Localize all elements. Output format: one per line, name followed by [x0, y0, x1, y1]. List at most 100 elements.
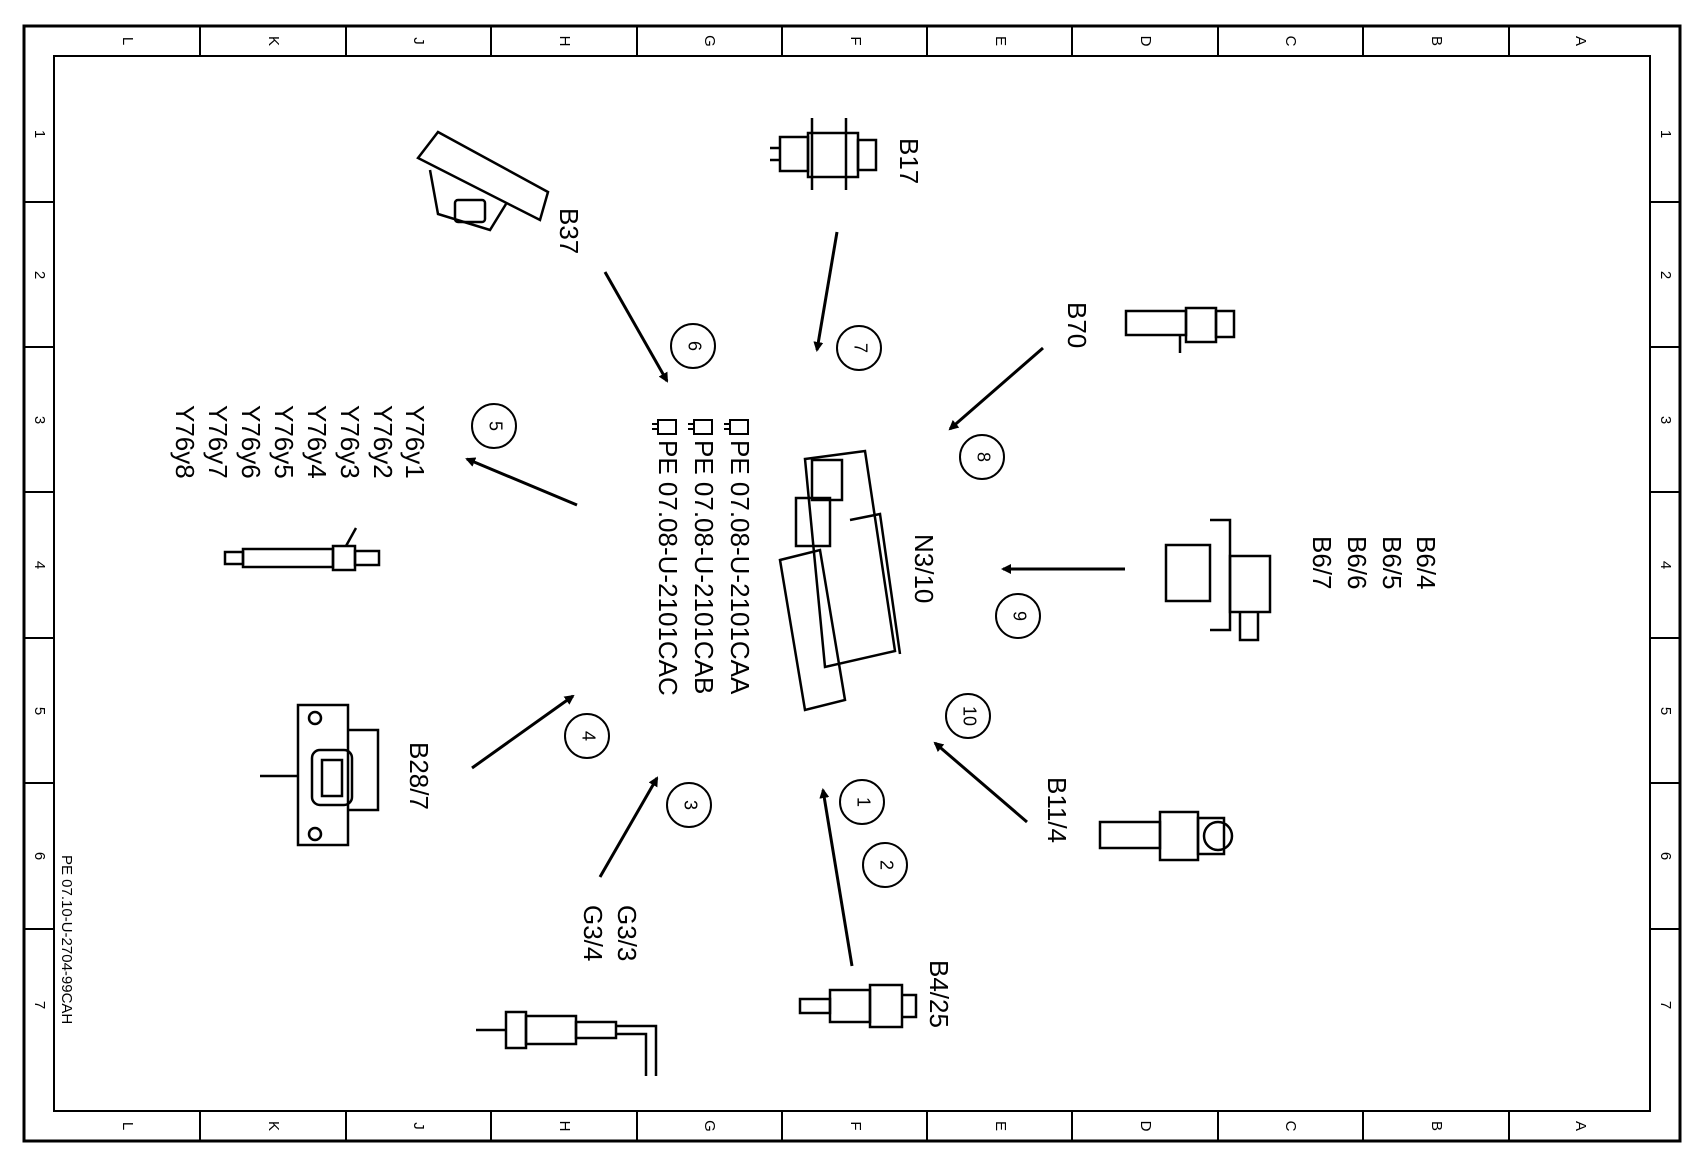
grid-col-label: J — [410, 1122, 427, 1130]
label-b28-7: B28/7 — [404, 742, 434, 810]
label-y76y1: Y76y1 — [400, 405, 430, 479]
callout-7: 7 — [850, 343, 870, 353]
grid-row-label: 6 — [31, 852, 48, 860]
grid-col-label: D — [1137, 1121, 1154, 1132]
column-letters-top: L K J H G F E D C B A — [119, 35, 1589, 47]
callout-circles — [471, 323, 1041, 888]
b17-sensor-icon — [770, 118, 878, 190]
grid-col-label: B — [1428, 36, 1445, 46]
label-g3-3: G3/3 — [612, 905, 642, 961]
callout-1: 1 — [853, 797, 873, 807]
grid-row-label: 1 — [31, 130, 48, 138]
grid-col-label: A — [1572, 36, 1589, 46]
grid-col-label: F — [847, 36, 864, 45]
grid-col-label: K — [265, 36, 282, 46]
y76-injector-icon — [223, 527, 381, 572]
callout-numbers: 1 2 3 4 5 6 7 8 9 10 — [485, 341, 1029, 870]
column-dividers — [199, 26, 1510, 1141]
arrow-5 — [465, 457, 578, 507]
arrow-4 — [471, 694, 575, 770]
label-b17: B17 — [894, 138, 924, 184]
grid-col-label: E — [992, 1121, 1009, 1131]
hand-icon — [652, 419, 677, 435]
reference-line-cab: PE 07.08-U-2101CAB — [689, 440, 719, 694]
drawing-id: PE 07.10-U-2704-99CAH — [58, 855, 75, 1024]
grid-row-label: 5 — [1657, 707, 1674, 715]
grid-row-label: 4 — [31, 561, 48, 569]
grid-col-label: H — [556, 1121, 573, 1132]
n3-10-ecu-icon — [778, 449, 902, 712]
label-b37: B37 — [554, 208, 584, 254]
label-y76y2: Y76y2 — [368, 405, 398, 479]
callout-8: 8 — [973, 452, 993, 462]
b70-sensor-icon — [1124, 306, 1236, 353]
label-y76y5: Y76y5 — [269, 405, 299, 479]
arrow-6 — [603, 271, 669, 383]
grid-row-label: 3 — [31, 416, 48, 424]
arrow-3 — [598, 776, 659, 878]
grid-row-label: 5 — [31, 707, 48, 715]
grid-row-label: 3 — [1657, 416, 1674, 424]
label-y76y3: Y76y3 — [335, 405, 365, 479]
inner-frame — [53, 55, 1651, 1112]
label-n3-10: N3/10 — [909, 534, 939, 603]
callout-2: 2 — [876, 860, 896, 870]
arrow-10 — [933, 741, 1028, 824]
grid-col-label: K — [265, 1121, 282, 1131]
grid-row-label: 4 — [1657, 561, 1674, 569]
label-b4-25: B4/25 — [924, 960, 954, 1028]
row-numbers-left: 1 2 3 4 5 6 7 — [31, 130, 48, 1009]
grid-col-label: G — [701, 1120, 718, 1132]
arrow-1 — [819, 788, 854, 967]
callout-10: 10 — [959, 706, 979, 726]
grid-col-label: D — [1137, 36, 1154, 47]
grid-col-label: H — [556, 36, 573, 47]
label-y76y6: Y76y6 — [236, 405, 266, 479]
grid-col-label: A — [1572, 1121, 1589, 1131]
label-b6-7: B6/7 — [1307, 536, 1337, 590]
b6-sensor-icon — [1164, 518, 1272, 642]
b28-7-sensor-icon — [260, 703, 380, 847]
callout-9: 9 — [1009, 611, 1029, 621]
label-g3-4: G3/4 — [578, 905, 608, 961]
label-b11-4: B11/4 — [1042, 777, 1072, 843]
g3-oxygen-sensor-icon — [476, 1010, 658, 1076]
grid-col-label: L — [119, 37, 136, 45]
callout-4: 4 — [578, 731, 598, 741]
reference-line-cac: PE 07.08-U-2101CAC — [653, 440, 683, 696]
callout-6: 6 — [684, 341, 704, 351]
arrow-7 — [813, 231, 839, 352]
callout-3: 3 — [680, 800, 700, 810]
label-y76y8: Y76y8 — [170, 405, 200, 479]
reference-line-caa: PE 07.08-U-2101CAA — [725, 440, 755, 695]
component-illustrations — [223, 118, 1272, 1076]
grid-col-label: B — [1428, 1121, 1445, 1131]
hand-icon — [688, 419, 713, 435]
b4-25-sensor-icon — [798, 983, 918, 1029]
grid-col-label: C — [1282, 36, 1299, 47]
grid-row-label: 7 — [31, 1001, 48, 1009]
label-b6-6: B6/6 — [1342, 536, 1372, 590]
component-labels: B17 B37 B70 Y76y1 Y76y2 Y76y3 Y76y4 Y76y… — [170, 138, 1441, 1028]
row-dividers — [24, 201, 1680, 930]
b11-4-sensor-icon — [1098, 810, 1234, 862]
column-letters-bottom: L K J H G F E D C B A — [119, 1120, 1589, 1132]
label-b6-5: B6/5 — [1377, 536, 1407, 590]
grid-row-label: 6 — [1657, 852, 1674, 860]
row-numbers-right: 1 2 3 4 5 6 7 — [1657, 130, 1674, 1009]
label-b70: B70 — [1062, 302, 1092, 348]
grid-col-label: L — [119, 1122, 136, 1130]
grid-col-label: E — [992, 36, 1009, 46]
b37-pedal-icon — [416, 130, 550, 232]
grid-row-label: 7 — [1657, 1001, 1674, 1009]
label-b6-4: B6/4 — [1411, 536, 1441, 590]
grid-col-label: F — [847, 1121, 864, 1130]
reference-list: PE 07.08-U-2101CAA PE 07.08-U-2101CAB PE… — [652, 419, 755, 696]
grid-col-label: J — [410, 37, 427, 45]
hand-icon — [724, 419, 749, 435]
grid-row-label: 1 — [1657, 130, 1674, 138]
grid-col-label: G — [701, 35, 718, 47]
grid-row-label: 2 — [1657, 271, 1674, 279]
callout-5: 5 — [485, 421, 505, 431]
